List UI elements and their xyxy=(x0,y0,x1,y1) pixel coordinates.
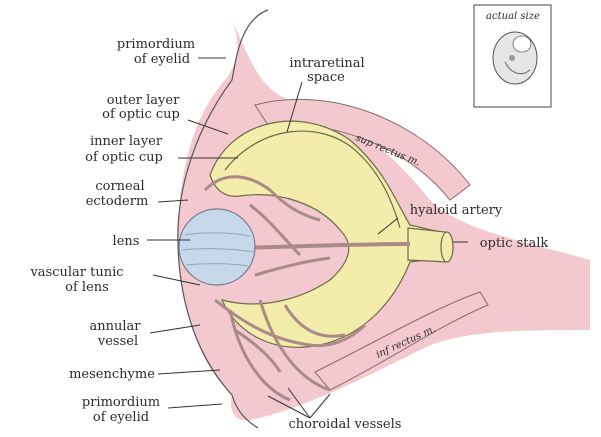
label-intraretinal-2: space xyxy=(307,70,345,85)
label-hyaloid-artery: hyaloid artery xyxy=(410,203,503,218)
label-inner-layer-2: of optic cup xyxy=(85,150,163,165)
label-annular: annular xyxy=(90,319,142,334)
label-outer-layer-2: of optic cup xyxy=(102,107,180,122)
actual-size-label: actual size xyxy=(486,11,540,22)
actual-size-inset: actual size xyxy=(474,5,551,107)
label-primordium-eyelid-top: primordium xyxy=(117,37,195,52)
label-vascular-tunic-2: of lens xyxy=(65,280,109,295)
lens xyxy=(179,209,255,285)
label-intraretinal: intraretinal xyxy=(289,56,364,71)
label-inner-layer: inner layer xyxy=(90,134,163,149)
label-primordium-eyelid-top-2: of eyelid xyxy=(134,52,190,67)
embryo-icon xyxy=(493,32,537,84)
label-primordium-eyelid-bottom-2: of eyelid xyxy=(93,410,149,425)
label-mesenchyme: mesenchyme xyxy=(69,367,155,382)
label-outer-layer: outer layer xyxy=(107,93,180,108)
label-lens: lens xyxy=(113,234,140,249)
label-annular-2: vessel xyxy=(97,334,138,349)
label-corneal-2: ectoderm xyxy=(86,194,149,209)
optic-stalk xyxy=(408,228,453,262)
label-optic-stalk: optic stalk xyxy=(480,236,549,251)
label-corneal: corneal xyxy=(95,179,144,194)
label-primordium-eyelid-bottom: primordium xyxy=(82,395,160,410)
label-vascular-tunic: vascular tunic xyxy=(29,265,123,280)
label-choroidal-vessels: choroidal vessels xyxy=(289,417,402,432)
